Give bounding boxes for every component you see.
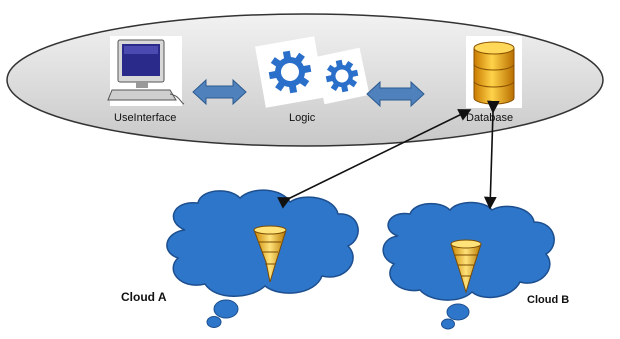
cloud-b [382, 201, 555, 330]
gear-icon [314, 47, 370, 105]
logic-label: Logic [289, 112, 316, 124]
funnel-icon [450, 239, 482, 294]
user-interface-label: UseInterface [114, 112, 177, 124]
gear-icon [255, 36, 325, 108]
computer-monitor-icon [107, 36, 185, 106]
cloud-a-label: Cloud A [121, 290, 167, 304]
database-cylinder-icon [466, 36, 522, 108]
cloud-a [166, 189, 359, 328]
database-label: Database [466, 112, 514, 124]
double-arrow-icon [366, 80, 425, 108]
connector-arrow-database-cloud-a [277, 109, 472, 209]
double-arrow-icon [192, 78, 247, 106]
funnel-icon [253, 225, 287, 283]
cloud-b-label: Cloud B [527, 294, 570, 306]
connector-arrow-database-cloud-b [483, 100, 500, 210]
